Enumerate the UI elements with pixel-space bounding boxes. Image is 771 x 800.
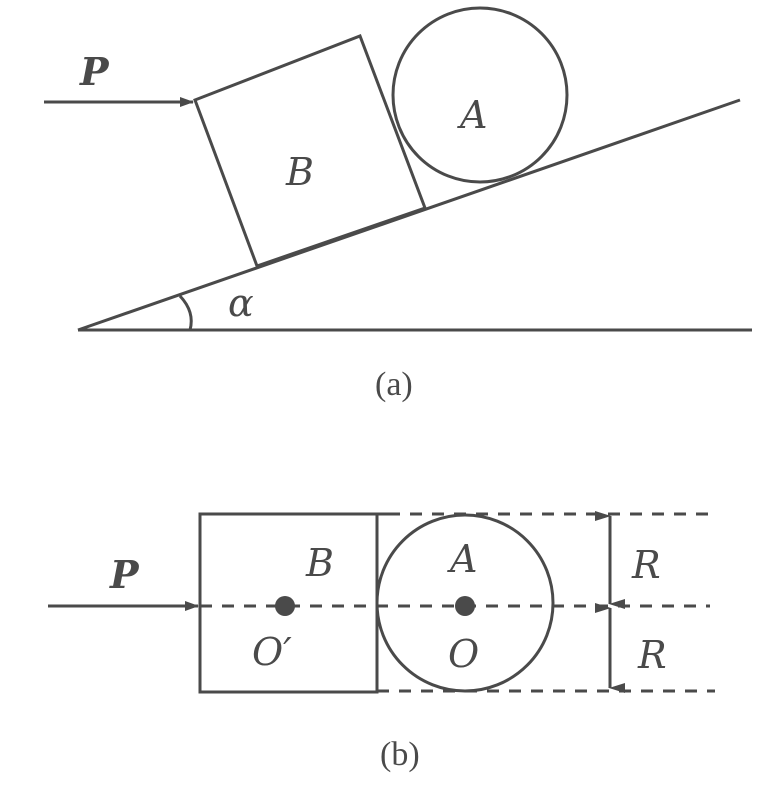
block-b-label: B bbox=[285, 150, 314, 194]
angle-arc-icon bbox=[178, 294, 193, 331]
center-o-prime-dot bbox=[275, 596, 295, 616]
force-p-label: P bbox=[109, 552, 140, 597]
ball-a bbox=[391, 6, 569, 184]
center-o-dot bbox=[455, 596, 475, 616]
caption-a: (a) bbox=[375, 366, 413, 403]
radius-label-bottom: R bbox=[637, 633, 667, 677]
ball-a-label: A bbox=[447, 537, 477, 581]
angle-label: α bbox=[228, 281, 254, 325]
radius-label-top: R bbox=[631, 543, 661, 587]
ball-center-label: O bbox=[448, 632, 479, 676]
ball-a-label: A bbox=[457, 93, 487, 137]
figure-a: α B A P (a) bbox=[44, 6, 752, 403]
figure-b: B O′ A O R R P (b) bbox=[48, 511, 715, 773]
caption-b: (b) bbox=[380, 736, 420, 773]
block-center-label: O′ bbox=[252, 630, 292, 674]
block-b-label: B bbox=[305, 541, 334, 585]
force-p-label: P bbox=[79, 49, 110, 94]
block-b bbox=[193, 34, 427, 268]
ball-a bbox=[375, 513, 555, 693]
